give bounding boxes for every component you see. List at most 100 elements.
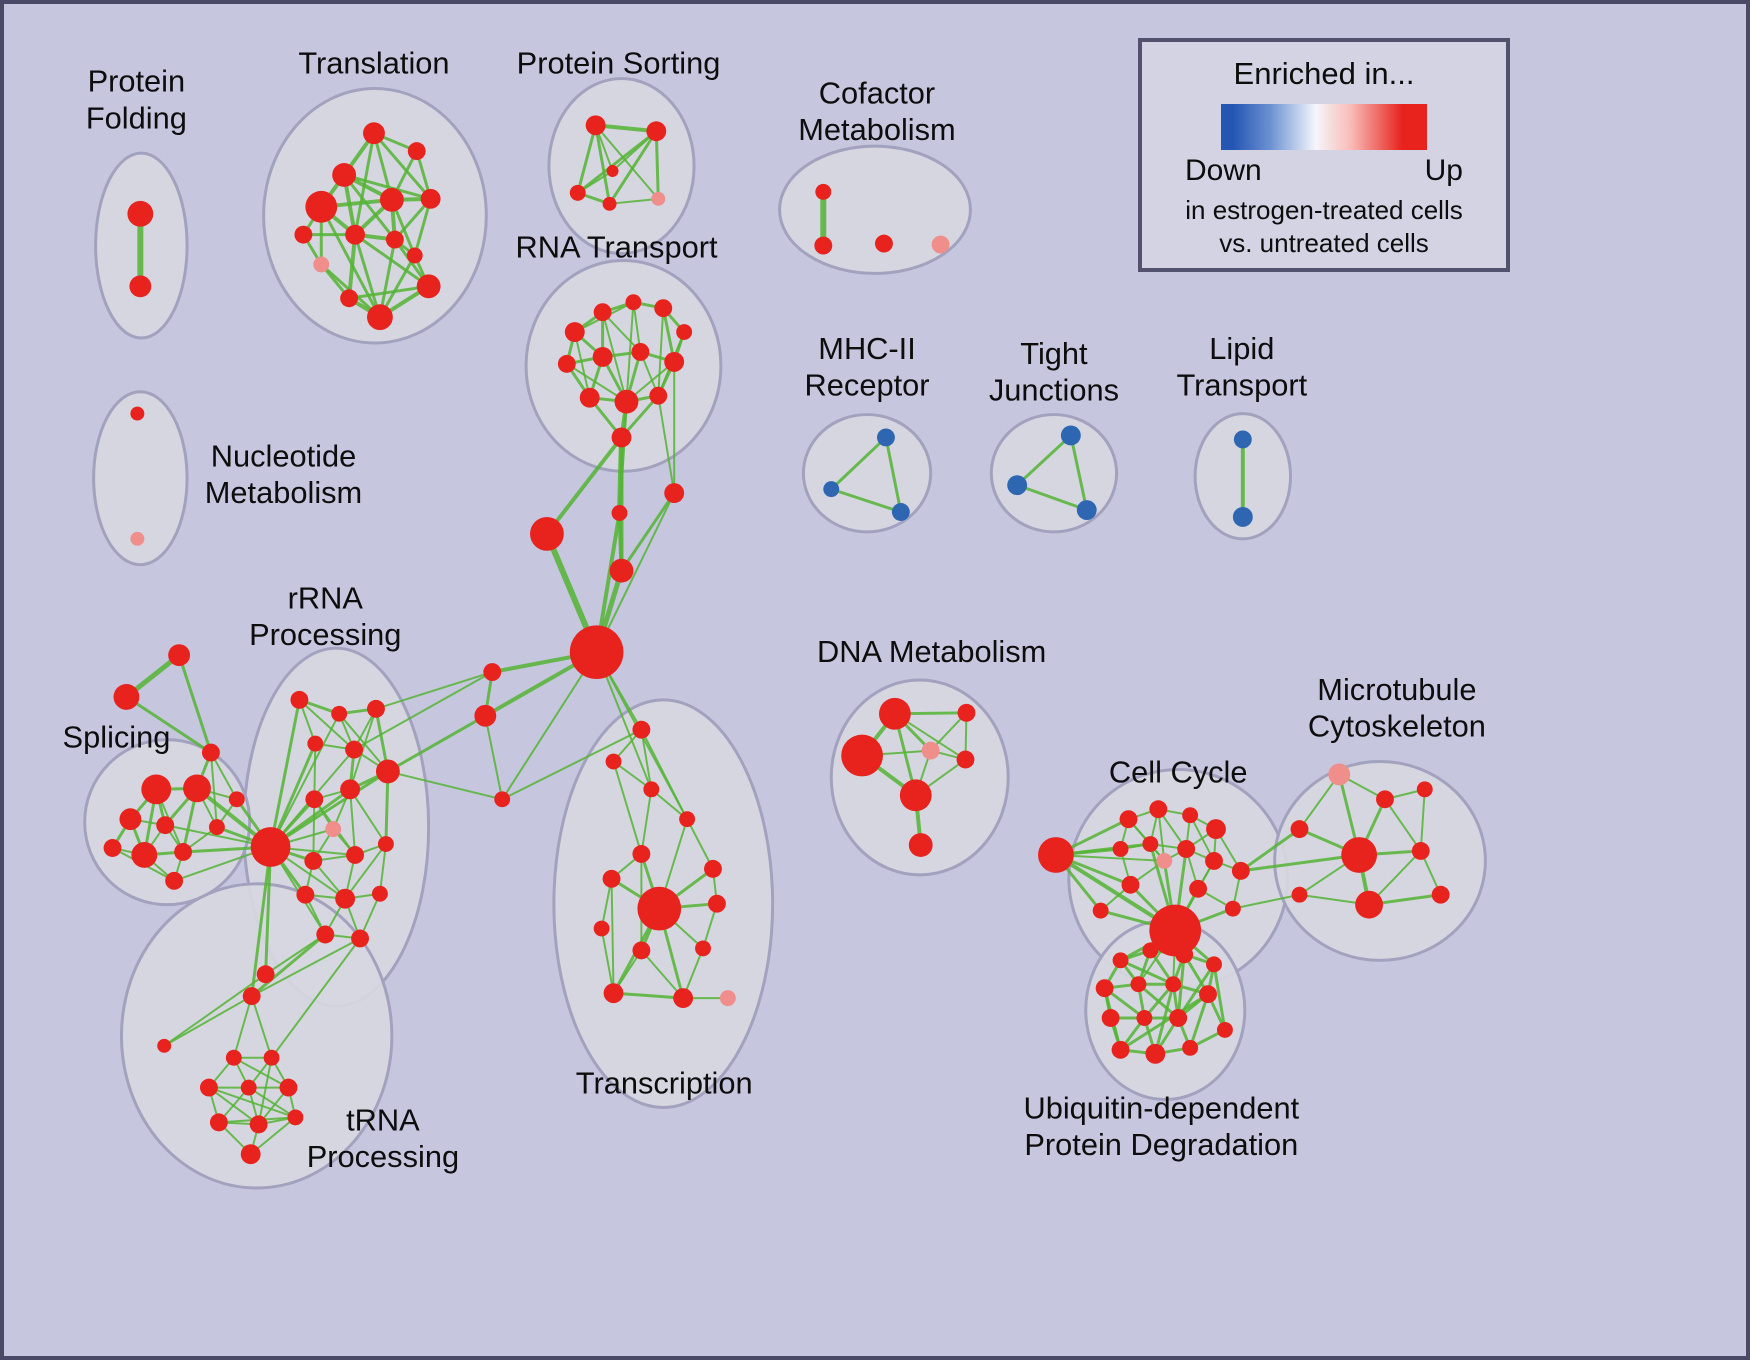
- network-edge: [1015, 483, 1089, 512]
- network-node: [1060, 425, 1081, 446]
- network-edge: [640, 949, 685, 1000]
- network-node: [664, 351, 685, 372]
- network-edge: [544, 435, 624, 536]
- network-edge: [610, 877, 615, 995]
- network-edge: [601, 311, 642, 353]
- network-node: [119, 808, 142, 831]
- network-edge: [384, 769, 390, 846]
- network-node: [956, 750, 975, 769]
- network-node: [1175, 945, 1194, 964]
- network-node: [1038, 837, 1074, 873]
- network-node: [876, 428, 895, 447]
- network-node: [240, 1144, 261, 1165]
- network-edge: [386, 770, 504, 801]
- network-edge: [612, 991, 685, 1000]
- network-node: [1149, 800, 1168, 819]
- network-node: [1112, 952, 1129, 969]
- network-node: [141, 774, 172, 805]
- network-edge: [163, 973, 267, 1047]
- network-node: [899, 779, 932, 812]
- network-edge: [250, 937, 362, 998]
- network-edge: [269, 712, 341, 849]
- network-node: [814, 236, 833, 255]
- network-edge: [501, 651, 598, 801]
- network-node: [371, 885, 388, 902]
- network-node: [1206, 956, 1222, 973]
- network-node: [1182, 807, 1199, 824]
- cluster-ellipse-nucleotide-metabolism: [92, 390, 189, 567]
- network-node: [325, 821, 342, 838]
- cluster-label-cell-cycle: Cell Cycle: [1109, 754, 1248, 789]
- network-edge: [1239, 853, 1361, 873]
- network-edge: [573, 331, 591, 399]
- network-node: [168, 644, 191, 667]
- network-node: [305, 190, 338, 223]
- network-edge: [232, 995, 253, 1059]
- network-node: [345, 224, 366, 245]
- network-edge: [1119, 958, 1175, 986]
- network-node: [304, 851, 323, 870]
- legend-box: Enriched in... Down Up in estrogen-treat…: [1138, 38, 1510, 272]
- network-edge: [484, 714, 504, 801]
- network-node: [603, 983, 624, 1004]
- network-node: [377, 836, 394, 852]
- network-edge: [344, 843, 387, 900]
- network-edge: [177, 653, 213, 755]
- network-node: [331, 705, 348, 722]
- network-edge: [257, 1056, 273, 1126]
- network-node: [1145, 1043, 1166, 1064]
- network-node: [1169, 1009, 1188, 1027]
- network-edge: [595, 492, 676, 654]
- network-node: [335, 888, 356, 909]
- network-edge: [347, 284, 431, 300]
- legend-ends-row: Down Up: [1185, 154, 1463, 188]
- network-node: [316, 925, 335, 944]
- network-node: [363, 122, 385, 145]
- network-edge: [593, 123, 659, 134]
- network-edge: [1176, 952, 1186, 1020]
- network-edge: [269, 698, 301, 849]
- network-node: [707, 894, 726, 913]
- network-node: [127, 200, 154, 227]
- network-node: [296, 885, 315, 904]
- network-edge: [270, 937, 362, 1059]
- network-node: [242, 987, 261, 1006]
- network-node: [351, 929, 369, 948]
- network-node: [664, 483, 685, 504]
- network-node: [199, 1078, 218, 1097]
- network-node: [631, 342, 650, 361]
- network-edge: [1054, 853, 1166, 862]
- network-node: [557, 354, 576, 373]
- network-node: [345, 740, 364, 759]
- network-node: [1231, 861, 1250, 880]
- network-edge: [594, 123, 612, 206]
- network-node: [569, 625, 624, 680]
- network-node: [673, 988, 694, 1009]
- network-node: [1111, 1040, 1130, 1059]
- network-node: [841, 734, 883, 777]
- network-node: [1142, 836, 1159, 852]
- network-node: [1416, 781, 1433, 798]
- network-node: [407, 142, 426, 161]
- network-node: [157, 1038, 172, 1053]
- network-node: [1142, 942, 1159, 959]
- network-node: [209, 1113, 228, 1132]
- network-node: [225, 1049, 242, 1066]
- network-node: [1291, 886, 1308, 903]
- network-node: [256, 965, 275, 984]
- network-edge: [1188, 992, 1210, 1050]
- network-node: [249, 1115, 268, 1134]
- network-edge: [1239, 827, 1301, 873]
- network-node: [651, 191, 666, 206]
- network-node: [305, 790, 324, 809]
- network-node: [1206, 819, 1226, 840]
- network-node: [208, 819, 225, 836]
- network-node: [530, 516, 564, 551]
- network-edge: [342, 173, 397, 242]
- cluster-label-splicing: Splicing: [63, 720, 171, 755]
